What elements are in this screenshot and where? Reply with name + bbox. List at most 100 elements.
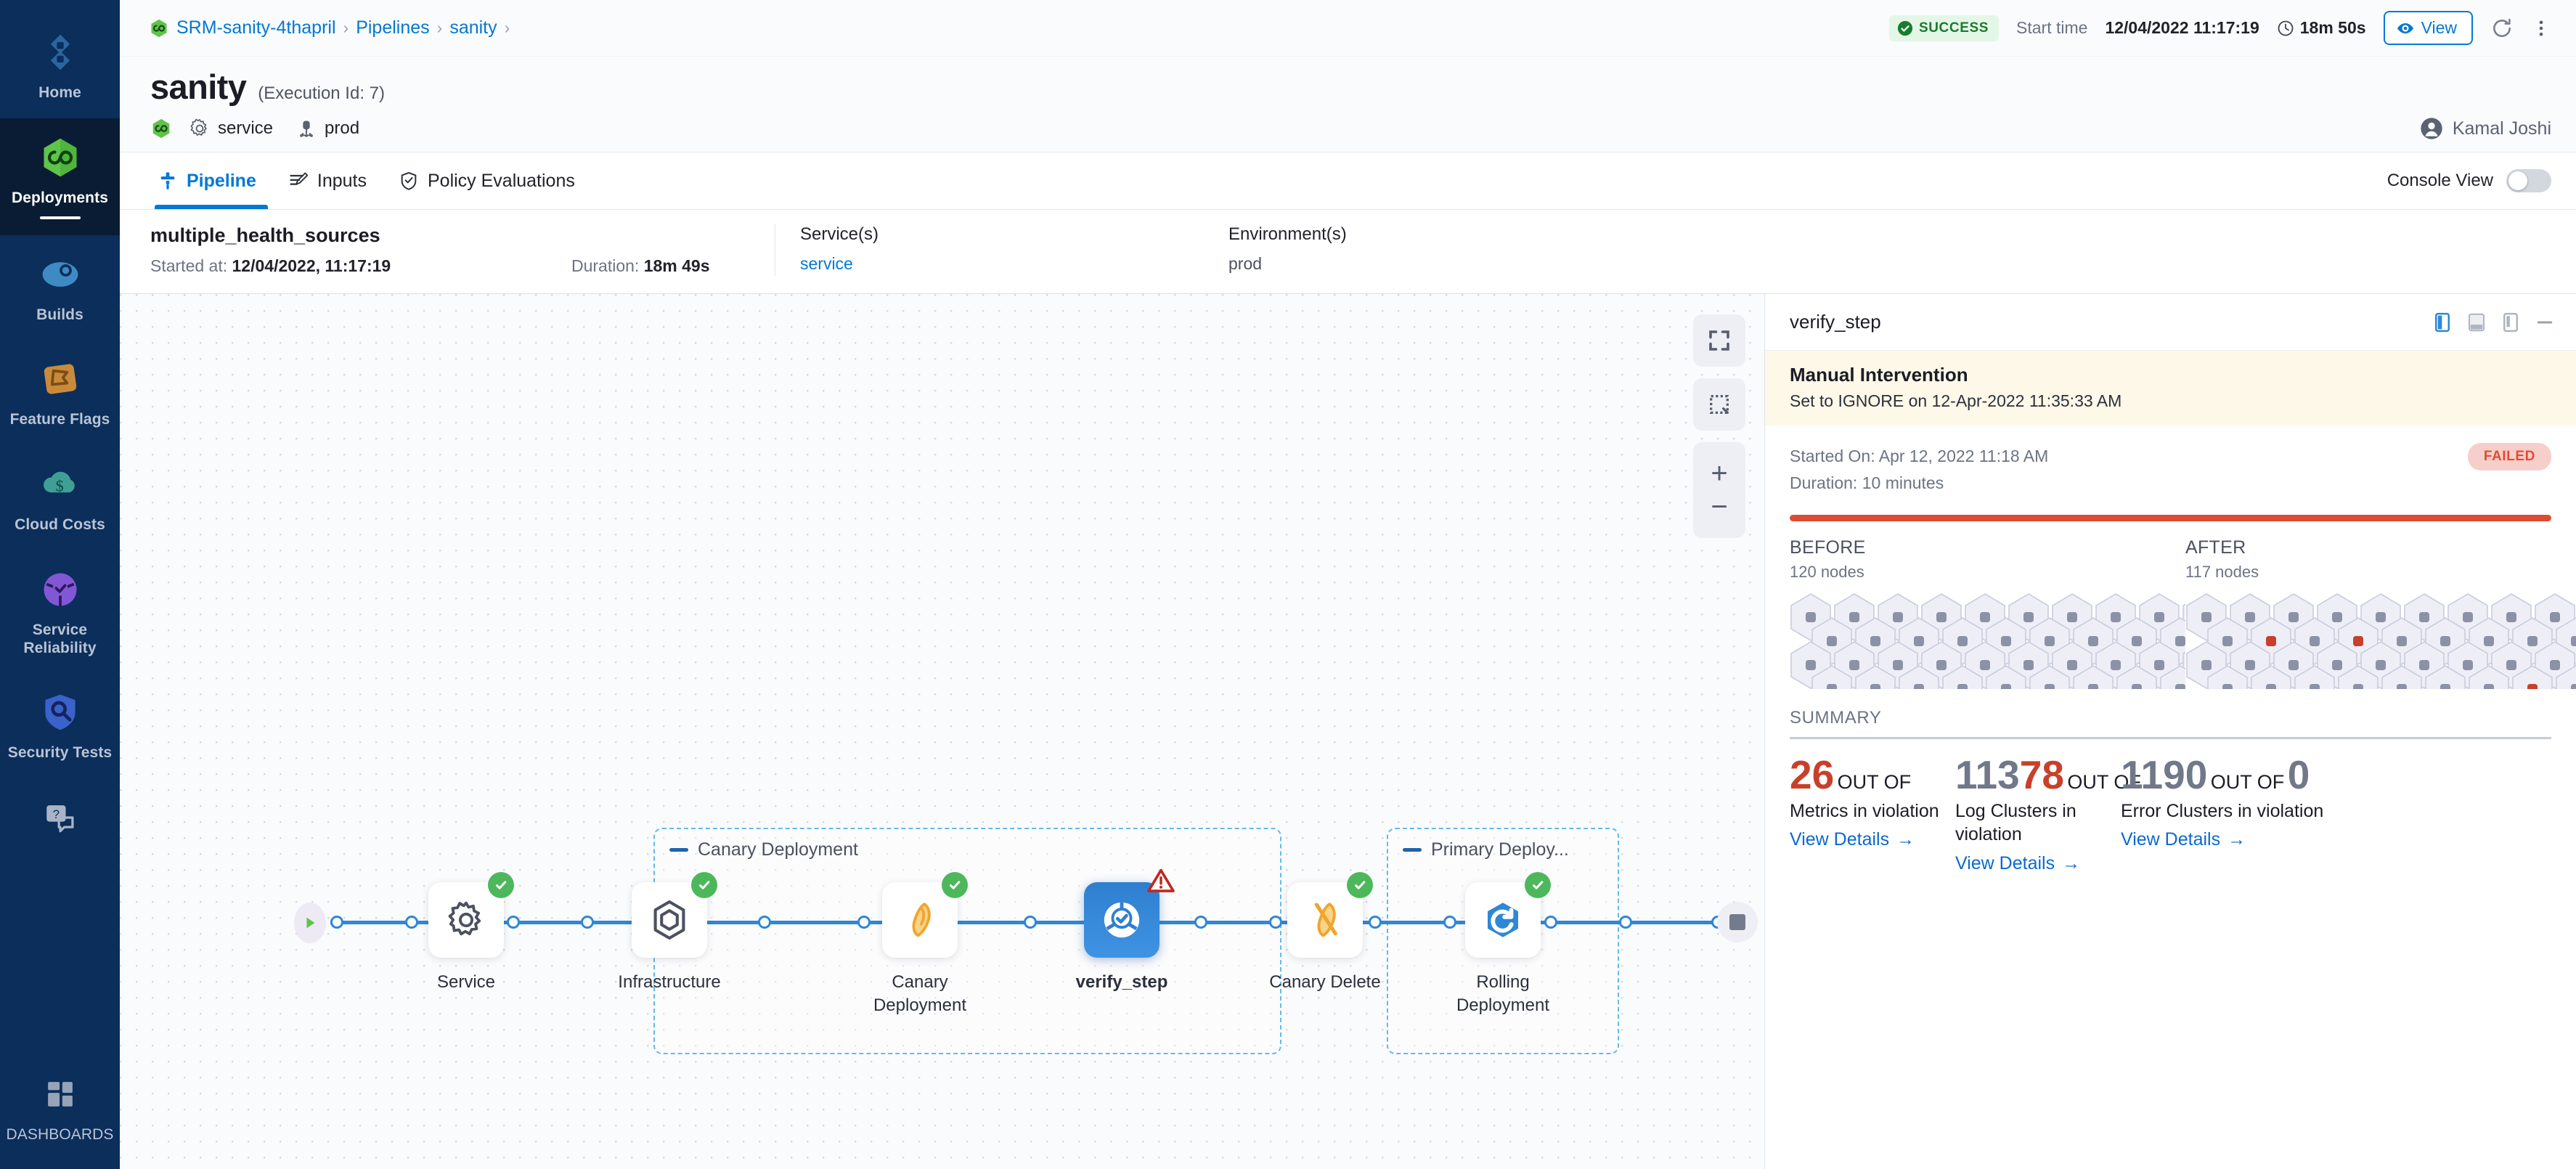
- toggle-knob: [2508, 171, 2527, 190]
- after-header: AFTER: [2185, 537, 2246, 558]
- fit-to-screen-icon[interactable]: [1693, 314, 1745, 367]
- deployments-infinity-icon: [44, 138, 76, 177]
- summary-header: SUMMARY: [1790, 707, 1882, 728]
- zoom-out-icon[interactable]: −: [1711, 491, 1728, 523]
- services-header: Service(s): [800, 224, 879, 244]
- panel-body: Started On: Apr 12, 2022 11:18 AM Durati…: [1765, 425, 2576, 1169]
- user-menu[interactable]: Kamal Joshi: [2420, 117, 2551, 140]
- breadcrumb-project[interactable]: SRM-sanity-4thapril: [176, 17, 336, 38]
- security-tests-shield-icon: [44, 694, 76, 730]
- sidebar-item-deployments[interactable]: Deployments: [0, 118, 120, 235]
- stat-line: 1190 OUT OF 0: [2121, 752, 2339, 797]
- node-grid-row: [1811, 616, 2185, 665]
- view-button-label: View: [2421, 18, 2457, 37]
- stage-group-title: Primary Deploy...: [1403, 839, 1569, 860]
- tab-label: Inputs: [317, 170, 367, 191]
- breadcrumb-separator: ›: [343, 18, 349, 37]
- view-details-logs[interactable]: View Details →: [1955, 853, 2080, 874]
- home-diamond-icon: [50, 34, 70, 70]
- panel-dock-bottom-icon[interactable]: [2466, 311, 2487, 333]
- pipeline-canvas[interactable]: + − Canary Deployment: [120, 294, 1764, 1169]
- started-value: 12/04/2022, 11:17:19: [232, 256, 391, 275]
- status-success-icon: [691, 872, 717, 898]
- more-vertical-icon[interactable]: [2531, 18, 2551, 38]
- before-node-grid: [1790, 592, 2185, 689]
- node-verify-step[interactable]: verify_step: [1076, 868, 1175, 992]
- sidebar-item-dashboards[interactable]: DASHBOARDS: [0, 1055, 120, 1169]
- node-card[interactable]: [1465, 882, 1541, 958]
- chip-service[interactable]: service: [189, 118, 273, 139]
- panel-dock-left-icon[interactable]: [2432, 311, 2453, 333]
- panel-dock-right-icon[interactable]: [2500, 311, 2522, 333]
- node-canary-deployment[interactable]: Canary Deployment: [873, 872, 968, 1015]
- stat-metrics: 26 OUT OF Metrics in violation View Deta…: [1790, 754, 1955, 874]
- status-warning-icon: [1146, 868, 1175, 894]
- view-button[interactable]: View: [2383, 11, 2473, 45]
- sidebar-item-security-tests[interactable]: Security Tests: [0, 673, 120, 778]
- collapse-dash-icon[interactable]: [1403, 848, 1422, 852]
- edge-dot: [758, 916, 771, 929]
- clock-icon: [2278, 20, 2294, 36]
- start-node[interactable]: [294, 903, 326, 943]
- sidebar-item-feature-flags[interactable]: Feature Flags: [0, 340, 120, 445]
- node-card[interactable]: [1084, 882, 1159, 958]
- view-details-metrics[interactable]: View Details →: [1790, 829, 1915, 850]
- node-card[interactable]: [882, 882, 958, 958]
- started-label: Started at:: [150, 256, 228, 275]
- selection-box-icon[interactable]: [1693, 378, 1745, 431]
- infrastructure-hex-icon: [653, 900, 685, 940]
- view-details-errors[interactable]: View Details →: [2121, 829, 2246, 850]
- tab-policy-evaluations[interactable]: Policy Evaluations: [383, 152, 591, 209]
- node-hex: [2250, 664, 2292, 689]
- services-value[interactable]: service: [800, 254, 853, 273]
- main-sidebar: Home Deployments Builds Feat: [0, 0, 120, 1169]
- panel-minimize-icon[interactable]: [2534, 311, 2556, 333]
- refresh-icon[interactable]: [2490, 17, 2514, 40]
- zoom-in-icon[interactable]: +: [1711, 457, 1728, 489]
- breadcrumb: SRM-sanity-4thapril › Pipelines › sanity…: [149, 17, 510, 38]
- node-card[interactable]: [632, 882, 707, 958]
- execution-started: Started at: 12/04/2022, 11:17:19: [150, 256, 571, 276]
- stage-group-label: Primary Deploy...: [1431, 839, 1569, 860]
- before-node-count: 120 nodes: [1790, 562, 1864, 581]
- node-grid-row: [1790, 640, 2185, 689]
- chip-environment[interactable]: prod: [296, 118, 359, 139]
- collapse-dash-icon[interactable]: [669, 848, 688, 852]
- stage-group-canary[interactable]: Canary Deployment: [653, 828, 1281, 1054]
- node-hex: [2381, 664, 2423, 689]
- breadcrumb-pipelines[interactable]: Pipelines: [356, 17, 430, 38]
- execution-environments: Environment(s) prod: [1228, 224, 1657, 274]
- console-view-toggle[interactable]: [2506, 169, 2551, 192]
- service-reliability-icon: [44, 573, 76, 606]
- sidebar-item-help[interactable]: ?: [0, 778, 120, 865]
- manual-intervention-banner: Manual Intervention Set to IGNORE on 12-…: [1765, 351, 2576, 425]
- avatar-icon: [2421, 118, 2442, 139]
- eye-icon: [2397, 23, 2413, 33]
- environments-value: prod: [1228, 254, 1263, 273]
- node-card[interactable]: [428, 882, 504, 958]
- edge-dot: [857, 916, 871, 929]
- sidebar-item-builds[interactable]: Builds: [0, 235, 120, 341]
- end-node[interactable]: [1717, 902, 1758, 942]
- tab-inputs[interactable]: Inputs: [272, 152, 383, 209]
- pipeline-icon: [160, 172, 175, 190]
- sidebar-item-service-reliability[interactable]: Service Reliability: [0, 550, 120, 674]
- before-header: BEFORE: [1790, 537, 1866, 558]
- execution-id: (Execution Id: 7): [258, 84, 385, 103]
- canvas-toolbar: + −: [1693, 314, 1745, 538]
- stat-desc: Log Clusters in violation: [1955, 800, 2076, 845]
- tab-pipeline[interactable]: Pipeline: [150, 152, 272, 209]
- sidebar-item-label: Home: [38, 84, 81, 101]
- started-on: Started On: Apr 12, 2022 11:18 AM: [1790, 447, 2049, 465]
- node-service[interactable]: Service: [428, 872, 514, 992]
- node-canary-delete[interactable]: Canary Delete: [1269, 872, 1381, 992]
- node-rolling-deployment[interactable]: Rolling Deployment: [1456, 872, 1551, 1015]
- sidebar-item-cloud-costs[interactable]: $ Cloud Costs: [0, 445, 120, 550]
- banner-title: Manual Intervention: [1790, 364, 1968, 386]
- summary-divider: [1790, 736, 2551, 739]
- breadcrumb-pipeline[interactable]: sanity: [449, 17, 497, 38]
- sidebar-item-home[interactable]: Home: [0, 13, 120, 118]
- stat-value: 0: [2287, 752, 2310, 797]
- node-card[interactable]: [1287, 882, 1363, 958]
- node-infrastructure[interactable]: Infrastructure: [618, 872, 721, 992]
